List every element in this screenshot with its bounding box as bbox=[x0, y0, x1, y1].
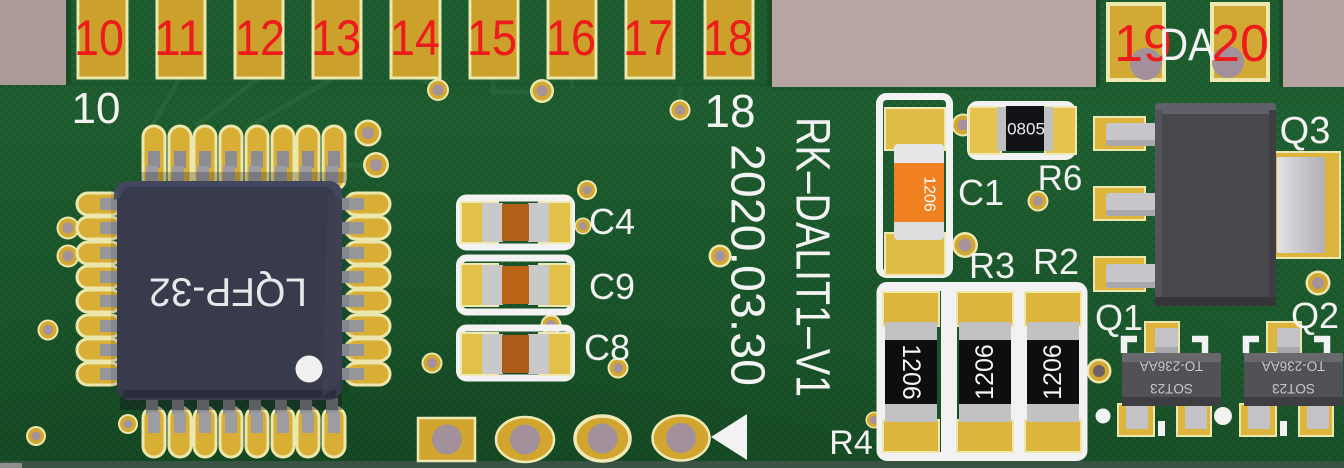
svg-text:18: 18 bbox=[704, 85, 755, 137]
svg-text:C9: C9 bbox=[589, 266, 635, 307]
svg-text:Q3: Q3 bbox=[1280, 110, 1331, 152]
svg-text:C4: C4 bbox=[589, 201, 635, 242]
svg-text:11: 11 bbox=[154, 10, 204, 66]
svg-text:15: 15 bbox=[467, 10, 517, 66]
svg-text:2020.03.30: 2020.03.30 bbox=[721, 144, 774, 386]
svg-text:1206: 1206 bbox=[971, 344, 999, 400]
svg-text:20: 20 bbox=[1211, 15, 1269, 73]
svg-text:10: 10 bbox=[74, 10, 124, 66]
svg-text:13: 13 bbox=[311, 10, 361, 66]
svg-text:1206: 1206 bbox=[1039, 344, 1067, 400]
svg-text:LQFP-32: LQFP-32 bbox=[149, 270, 307, 314]
svg-text:R6: R6 bbox=[1038, 159, 1083, 198]
svg-text:RK–DALIT1–V1: RK–DALIT1–V1 bbox=[786, 117, 839, 397]
svg-text:DA: DA bbox=[1159, 19, 1215, 70]
svg-text:16: 16 bbox=[546, 10, 596, 66]
svg-text:SOT23: SOT23 bbox=[1150, 381, 1193, 396]
svg-text:17: 17 bbox=[623, 10, 673, 66]
svg-text:TO-236AA: TO-236AA bbox=[1140, 359, 1204, 374]
svg-text:12: 12 bbox=[235, 10, 285, 66]
svg-text:19: 19 bbox=[1114, 15, 1172, 73]
svg-text:0805: 0805 bbox=[1007, 120, 1045, 139]
svg-text:C8: C8 bbox=[584, 327, 630, 368]
svg-text:Q1: Q1 bbox=[1095, 297, 1143, 338]
svg-text:R2: R2 bbox=[1033, 241, 1079, 282]
svg-text:14: 14 bbox=[390, 10, 440, 66]
svg-text:1206: 1206 bbox=[921, 176, 938, 212]
svg-text:10: 10 bbox=[72, 84, 121, 133]
svg-text:18: 18 bbox=[703, 10, 753, 66]
svg-text:1206: 1206 bbox=[897, 344, 925, 400]
svg-text:Q2: Q2 bbox=[1291, 295, 1339, 336]
svg-text:C1: C1 bbox=[958, 172, 1004, 213]
svg-text:R4: R4 bbox=[829, 424, 872, 462]
svg-text:R3: R3 bbox=[969, 245, 1015, 286]
